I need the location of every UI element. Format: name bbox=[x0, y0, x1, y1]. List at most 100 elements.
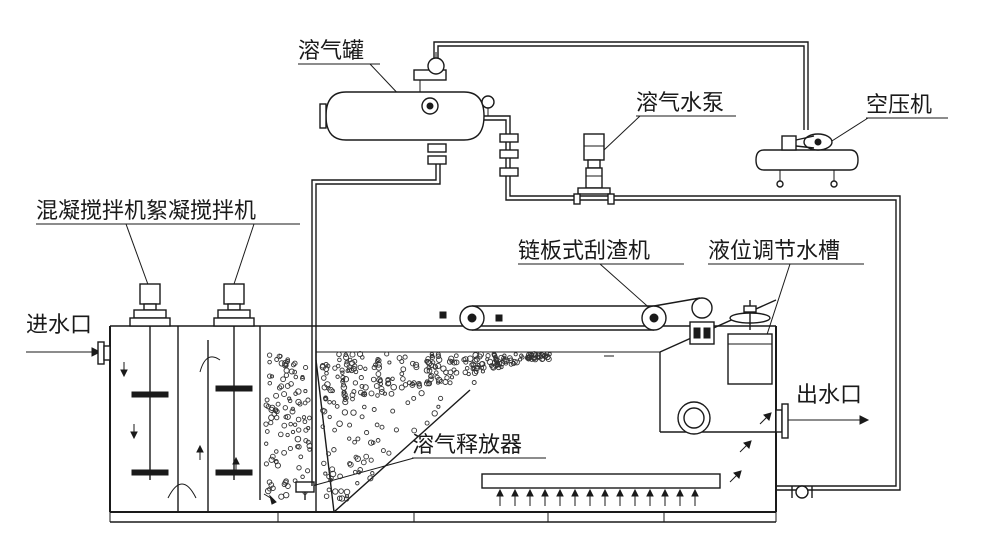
bubble bbox=[303, 438, 309, 444]
bubble bbox=[499, 364, 504, 370]
bubble bbox=[289, 408, 296, 415]
bubble bbox=[328, 477, 333, 483]
bubble bbox=[367, 475, 374, 482]
bubble bbox=[357, 351, 364, 358]
bubble bbox=[376, 376, 383, 384]
bubble bbox=[399, 371, 405, 377]
bubble bbox=[363, 453, 370, 460]
bubble bbox=[418, 390, 425, 397]
bubble bbox=[306, 426, 311, 431]
dissolved-air-pump bbox=[573, 133, 615, 205]
bubble bbox=[284, 413, 291, 420]
bubble bbox=[503, 357, 510, 364]
bubble bbox=[321, 408, 328, 415]
bubble bbox=[375, 356, 381, 362]
bubble bbox=[263, 461, 269, 467]
upflow-arrowhead bbox=[496, 488, 504, 497]
bubble bbox=[280, 376, 286, 383]
bubble bbox=[513, 352, 518, 357]
bubble bbox=[411, 395, 417, 401]
bubble bbox=[362, 391, 367, 396]
bubble bbox=[295, 444, 300, 449]
bubble bbox=[296, 465, 302, 471]
upflow-arrowhead bbox=[511, 488, 519, 497]
bubble bbox=[274, 414, 280, 421]
bubble bbox=[375, 438, 381, 443]
micro-bubbles bbox=[263, 351, 552, 502]
label-air-releaser: 溶气释放器 bbox=[412, 433, 522, 458]
bubble bbox=[413, 361, 420, 368]
label-level-tank: 液位调节水槽 bbox=[708, 239, 840, 264]
bubble bbox=[285, 359, 290, 364]
bubble bbox=[349, 351, 356, 358]
bubble bbox=[502, 353, 507, 358]
bubble bbox=[274, 449, 279, 454]
label-chain-scraper: 链板式刮渣机 bbox=[518, 239, 650, 264]
bubble bbox=[288, 368, 295, 375]
bubble bbox=[370, 376, 377, 383]
bubble bbox=[266, 479, 273, 485]
flotation-basin bbox=[109, 299, 777, 523]
bubble bbox=[417, 382, 422, 387]
bubble bbox=[398, 384, 405, 391]
bubble bbox=[274, 357, 280, 362]
bubble bbox=[368, 439, 375, 446]
bubble bbox=[470, 361, 476, 367]
bubble bbox=[267, 373, 273, 379]
bubble bbox=[477, 351, 484, 358]
bubble bbox=[305, 468, 311, 474]
bubble bbox=[453, 359, 460, 366]
bubble bbox=[362, 384, 369, 391]
bubble bbox=[520, 355, 525, 360]
bubble bbox=[341, 409, 349, 416]
upflow-arrowhead bbox=[541, 488, 549, 497]
bubble bbox=[342, 399, 349, 406]
bubble bbox=[410, 360, 416, 367]
bubble bbox=[288, 421, 293, 427]
bubble bbox=[436, 404, 441, 409]
bubble bbox=[453, 369, 460, 376]
label-mixers: 混凝搅拌机絮凝搅拌机 bbox=[36, 199, 256, 224]
bubble bbox=[268, 456, 275, 463]
bubble bbox=[435, 362, 442, 370]
bubble bbox=[324, 371, 329, 376]
bubble bbox=[323, 493, 330, 499]
bubble bbox=[267, 380, 273, 386]
bubble bbox=[300, 375, 305, 381]
bubble bbox=[335, 374, 340, 379]
bubble bbox=[501, 357, 508, 364]
bubble bbox=[281, 481, 288, 488]
bubble bbox=[431, 410, 438, 417]
bubble bbox=[371, 407, 377, 412]
upflow-arrowhead bbox=[556, 488, 564, 497]
bubble bbox=[462, 356, 469, 363]
bubble bbox=[378, 385, 385, 392]
bubble bbox=[402, 382, 409, 388]
bubble bbox=[305, 397, 311, 403]
bubble bbox=[336, 351, 342, 358]
bubble bbox=[264, 441, 269, 446]
bubble bbox=[364, 430, 370, 436]
bubble bbox=[288, 381, 294, 387]
bubble bbox=[332, 488, 339, 495]
bubble bbox=[323, 471, 328, 476]
bubble bbox=[464, 365, 470, 371]
bubble bbox=[327, 414, 332, 420]
bubble bbox=[428, 362, 435, 369]
bubble bbox=[478, 361, 485, 367]
bubble bbox=[290, 362, 297, 368]
bubble bbox=[442, 379, 449, 385]
level-adjust-tank bbox=[727, 300, 773, 385]
bubble bbox=[287, 396, 292, 401]
bubble bbox=[300, 474, 305, 480]
bubble bbox=[285, 432, 290, 438]
bubble bbox=[340, 370, 345, 375]
outlet-flange bbox=[775, 403, 789, 439]
bubble bbox=[428, 376, 434, 382]
bubble bbox=[319, 363, 326, 371]
bubble bbox=[390, 408, 396, 414]
upflow-arrowhead bbox=[571, 488, 579, 497]
bubble bbox=[413, 364, 420, 371]
bubble bbox=[436, 356, 443, 363]
bubble bbox=[473, 356, 480, 363]
